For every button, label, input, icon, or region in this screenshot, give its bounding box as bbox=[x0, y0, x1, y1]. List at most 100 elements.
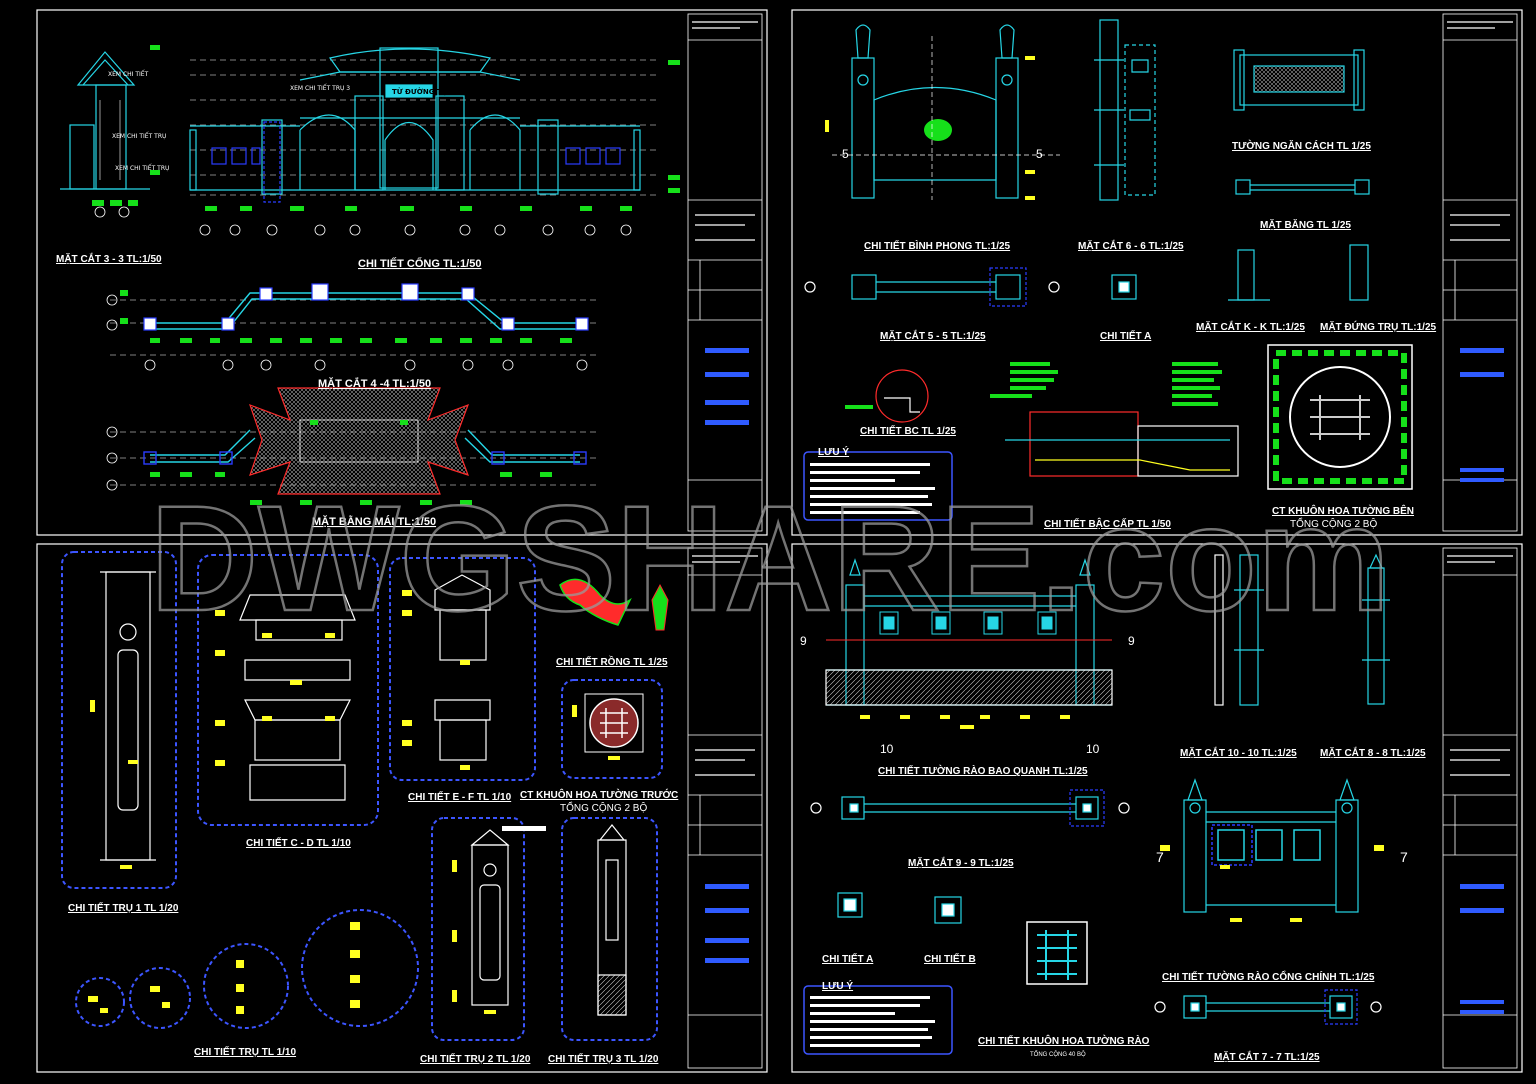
label-fence-flower-count: TỔNG CỘNG 40 BỘ bbox=[1030, 1051, 1086, 1058]
label-detail-e-f: CHI TIẾT E - F TL 1/10 bbox=[408, 790, 512, 803]
svg-text:XEM CHI TIẾT TRỤ: XEM CHI TIẾT TRỤ bbox=[115, 164, 169, 172]
column-2-drawing bbox=[470, 829, 510, 1006]
label-fence-flower: CHI TIẾT KHUÔN HOA TƯỜNG RÀO bbox=[978, 1034, 1150, 1047]
main-gate-fence-drawing bbox=[1183, 778, 1359, 913]
title-blocks bbox=[687, 13, 1518, 1069]
label-tag-bar bbox=[502, 826, 546, 831]
main-gate-dims bbox=[1160, 845, 1384, 922]
fence-dims bbox=[860, 715, 1070, 729]
axis-7-right: 7 bbox=[1400, 849, 1408, 865]
note-title-sheet-2: LƯU Ý bbox=[818, 445, 849, 458]
label-flower-count: TỔNG CỘNG 2 BỘ bbox=[1290, 517, 1377, 530]
label-detail-c-d: CHI TIẾT C - D TL 1/10 bbox=[246, 836, 351, 849]
gate-text: XEM CHI TIẾT TRỤ 3 TỪ ĐƯỜNG TỘC XEM CHI … bbox=[108, 70, 453, 172]
partition-wall-drawing bbox=[1233, 49, 1365, 111]
section-4-4-columns bbox=[143, 283, 589, 331]
step-detail-drawing bbox=[1005, 411, 1239, 477]
label-detail-a-s4: CHI TIẾT A bbox=[822, 952, 873, 965]
fence-flower-drawing bbox=[1026, 921, 1088, 985]
section-7-7-drawing bbox=[1154, 989, 1382, 1025]
roof-plan-dims bbox=[150, 420, 552, 505]
axis-10-right: 10 bbox=[1086, 742, 1100, 756]
axis-10-left: 10 bbox=[880, 742, 894, 756]
dragon-drawing bbox=[559, 578, 669, 631]
label-detail-bc: CHI TIẾT BC TL 1/25 bbox=[860, 424, 956, 437]
section-8-8-drawing bbox=[1362, 553, 1390, 705]
roof-plan-bubbles bbox=[106, 426, 118, 491]
axis-5-right: 5 bbox=[1036, 147, 1043, 161]
section-3-3-drawing bbox=[60, 51, 150, 190]
label-section-6-6: MẶT CẮT 6 - 6 TL:1/25 bbox=[1078, 239, 1184, 252]
svg-text:XEM CHI TIẾT: XEM CHI TIẾT bbox=[108, 70, 149, 78]
sheet-4: 9 9 10 10 bbox=[800, 553, 1426, 1063]
detail-c-d-dims bbox=[215, 610, 335, 766]
note-box-sheet-4 bbox=[803, 985, 953, 1055]
section-3-3-dims bbox=[92, 45, 160, 206]
detail-c-d-drawing bbox=[239, 594, 356, 801]
title-block-text-lines bbox=[692, 21, 1513, 776]
label-step-detail: CHI TIẾT BẬC CẤP TL 1/50 bbox=[1044, 517, 1171, 530]
main-gate-highlight bbox=[1211, 824, 1253, 866]
note-box-sheet-2 bbox=[803, 451, 953, 521]
column-elev-drawing bbox=[1349, 244, 1369, 301]
column-2-dims bbox=[452, 860, 496, 1014]
column-1-dims bbox=[90, 700, 138, 869]
label-column-1: CHI TIẾT TRỤ 1 TL 1/20 bbox=[68, 901, 179, 914]
svg-text:XEM CHI TIẾT TRỤ 3: XEM CHI TIẾT TRỤ 3 bbox=[290, 84, 350, 92]
gate-windows bbox=[211, 121, 621, 203]
label-section-3-3: MẶT CẮT 3 - 3 TL:1/50 bbox=[56, 252, 162, 265]
label-detail-b: CHI TIẾT B bbox=[924, 952, 976, 965]
gate-grid-bubbles bbox=[94, 206, 632, 236]
axis-7-left: 7 bbox=[1156, 849, 1164, 865]
column-3-drawing bbox=[597, 824, 627, 1016]
sheet-3: CHI TIẾT TRỤ 1 TL 1/20 CHI TIẾT C - D TL… bbox=[61, 551, 678, 1065]
label-section-10-10: MẶT CẮT 10 - 10 TL:1/25 bbox=[1180, 746, 1297, 759]
label-roof-plan: MẶT BẰNG MÁI TL:1/50 bbox=[312, 515, 436, 528]
label-fence-detail: CHI TIẾT TƯỜNG RÀO BAO QUANH TL:1/25 bbox=[878, 764, 1088, 777]
label-gate-detail: CHI TIẾT CỔNG TL:1/50 bbox=[358, 257, 481, 270]
flower-frame-drawing bbox=[1267, 344, 1413, 490]
sheet-frames bbox=[36, 9, 1523, 1073]
fence-elevation bbox=[825, 558, 1113, 706]
label-section-8-8: MẶT CẮT 8 - 8 TL:1/25 bbox=[1320, 746, 1426, 759]
label-flower-frame: CT KHUÔN HOA TƯỜNG BÊN bbox=[1272, 504, 1414, 517]
section-4-4-bubbles bbox=[106, 294, 588, 371]
label-detail-a-s2: CHI TIẾT A bbox=[1100, 329, 1151, 342]
screen-ornament bbox=[924, 119, 952, 141]
axis-9-right: 9 bbox=[1128, 634, 1135, 648]
gate-dims-green bbox=[205, 60, 680, 211]
step-detail-leaders bbox=[845, 362, 1222, 409]
label-partition-wall: TƯỜNG NGĂN CÁCH TL 1/25 bbox=[1232, 139, 1371, 152]
label-bench-plan: MẶT BĂNG TL 1/25 bbox=[1260, 218, 1351, 231]
bc-detail-drawing bbox=[875, 369, 929, 423]
section-4-4-dims bbox=[120, 290, 572, 343]
svg-text:XEM CHI TIẾT TRỤ: XEM CHI TIẾT TRỤ bbox=[112, 132, 166, 140]
screen-detail-drawing bbox=[851, 24, 1019, 199]
sheet-2: 5 5 bbox=[803, 19, 1437, 530]
roof-plan bbox=[249, 387, 470, 495]
label-front-flower-count: TỔNG CỘNG 2 BỘ bbox=[560, 801, 647, 814]
label-column-elev: MẶT ĐỨNG TRỤ TL:1/25 bbox=[1320, 320, 1437, 333]
column-1-drawing bbox=[100, 571, 156, 861]
detail-a-b-drawing bbox=[837, 892, 962, 924]
axis-9-left: 9 bbox=[800, 634, 807, 648]
label-main-gate-fence: CHI TIẾT TƯỜNG RÀO CỔNG CHÍNH TL:1/25 bbox=[1162, 970, 1375, 983]
label-section-5-5: MẶT CẮT 5 - 5 TL:1/25 bbox=[880, 329, 986, 342]
column-small-dims bbox=[88, 922, 360, 1014]
bench-plan-drawing bbox=[1235, 179, 1370, 195]
label-dragon: CHI TIẾT RỒNG TL 1/25 bbox=[556, 655, 668, 668]
label-front-flower: CT KHUÔN HOA TƯỜNG TRƯỚC bbox=[520, 788, 678, 801]
screen-axis bbox=[832, 36, 1060, 200]
roof-plan-columns bbox=[143, 451, 587, 465]
axis-5-left: 5 bbox=[842, 147, 849, 161]
label-section-7-7: MẶT CẮT 7 - 7 TL:1/25 bbox=[1214, 1050, 1320, 1063]
detail-a-drawing bbox=[1111, 274, 1137, 300]
gate-sign-text: TỪ ĐƯỜNG TỘC bbox=[392, 87, 453, 96]
detail-e-f-drawing bbox=[434, 574, 491, 761]
front-flower-drawing bbox=[572, 693, 644, 760]
title-block-accents bbox=[705, 348, 1504, 1014]
gate-elevation bbox=[189, 47, 641, 195]
label-column-2: CHI TIẾT TRỤ 2 TL 1/20 bbox=[420, 1052, 531, 1065]
main-gate-windows bbox=[1217, 829, 1321, 861]
